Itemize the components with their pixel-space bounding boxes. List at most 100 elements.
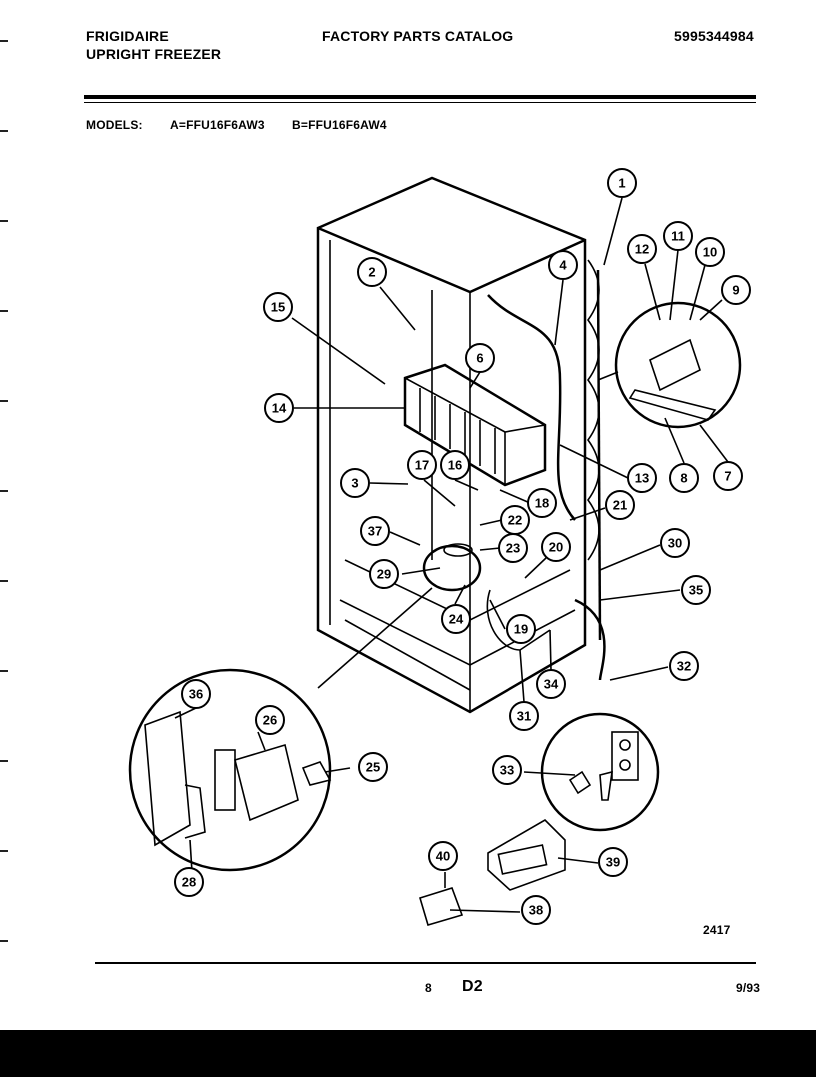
callout-number: 13	[635, 471, 649, 486]
scan-edge-left	[0, 0, 8, 1077]
callout-32: 32	[669, 651, 699, 681]
models-label: MODELS:	[86, 118, 143, 132]
callout-12: 12	[627, 234, 657, 264]
callout-number: 33	[500, 763, 514, 778]
callout-21: 21	[605, 490, 635, 520]
callout-25: 25	[358, 752, 388, 782]
callout-2: 2	[357, 257, 387, 287]
callout-36: 36	[181, 679, 211, 709]
callout-number: 32	[677, 659, 691, 674]
callout-number: 22	[508, 513, 522, 528]
catalog-title: FACTORY PARTS CATALOG	[322, 28, 514, 44]
callout-number: 4	[559, 258, 567, 273]
side-condenser	[587, 259, 600, 561]
callout-number: 36	[189, 687, 203, 702]
callout-4: 4	[548, 250, 578, 280]
callout-number: 23	[506, 541, 520, 556]
callout-26: 26	[255, 705, 285, 735]
callout-number: 24	[449, 612, 464, 627]
bracket-detail	[597, 301, 742, 429]
callout-34: 34	[536, 669, 566, 699]
callout-16: 16	[440, 450, 470, 480]
callout-38: 38	[521, 895, 551, 925]
callout-number: 20	[549, 540, 563, 555]
callout-number: 28	[182, 875, 196, 890]
header-rule-thick	[84, 95, 756, 99]
callout-24: 24	[441, 604, 471, 634]
callout-number: 21	[613, 498, 627, 513]
callout-14: 14	[264, 393, 294, 423]
callout-9: 9	[721, 275, 751, 305]
callout-35: 35	[681, 575, 711, 605]
callout-7: 7	[713, 461, 743, 491]
callout-number: 26	[263, 713, 277, 728]
leader-lines	[174, 197, 729, 913]
callout-number: 34	[544, 677, 559, 692]
callout-18: 18	[527, 488, 557, 518]
callout-number: 38	[529, 903, 543, 918]
callout-39: 39	[598, 847, 628, 877]
callout-37: 37	[360, 516, 390, 546]
drawing-number: 2417	[703, 923, 731, 937]
callout-number: 16	[448, 458, 462, 473]
callout-number: 25	[366, 760, 380, 775]
callout-number: 12	[635, 242, 649, 257]
model-b: B=FFU16F6AW4	[292, 118, 387, 132]
callout-31: 31	[509, 701, 539, 731]
callout-17: 17	[407, 450, 437, 480]
callout-29: 29	[369, 559, 399, 589]
callout-number: 9	[732, 283, 739, 298]
callout-10: 10	[695, 237, 725, 267]
model-a: A=FFU16F6AW3	[170, 118, 265, 132]
callout-6: 6	[465, 343, 495, 373]
callout-19: 19	[506, 614, 536, 644]
callout-number: 39	[606, 855, 620, 870]
callout-28: 28	[174, 867, 204, 897]
callout-number: 3	[351, 476, 358, 491]
revision-date: 9/93	[736, 981, 761, 995]
callout-number: 15	[271, 300, 285, 315]
callout-number: 35	[689, 583, 703, 598]
callout-number: 8	[680, 471, 687, 486]
callout-number: 17	[415, 458, 429, 473]
callout-number: 7	[724, 469, 731, 484]
callout-number: 37	[368, 524, 382, 539]
callout-number: 6	[476, 351, 483, 366]
brand-name: FRIGIDAIRE	[86, 28, 169, 44]
power-cord	[574, 598, 606, 681]
callout-23: 23	[498, 533, 528, 563]
callout-11: 11	[663, 221, 693, 251]
callout-13: 13	[627, 463, 657, 493]
callout-20: 20	[541, 532, 571, 562]
refrigerant-tubing	[487, 294, 576, 521]
page-number: 8	[425, 981, 432, 995]
outlet-detail	[540, 712, 660, 832]
scan-edge-bottom	[0, 1030, 816, 1077]
callout-number: 1	[618, 176, 625, 191]
section-code: D2	[462, 978, 483, 995]
callout-number: 30	[668, 536, 682, 551]
callout-number: 14	[272, 401, 287, 416]
callout-number: 29	[377, 567, 391, 582]
callout-number: 31	[517, 709, 531, 724]
callout-number: 10	[703, 245, 717, 260]
callout-1: 1	[607, 168, 637, 198]
compressor	[422, 543, 482, 592]
callout-number: 11	[671, 229, 685, 244]
callout-40: 40	[428, 841, 458, 871]
callout-30: 30	[660, 528, 690, 558]
callout-number: 40	[436, 849, 450, 864]
catalog-number: 5995344984	[674, 28, 754, 44]
callout-33: 33	[492, 755, 522, 785]
callout-22: 22	[500, 505, 530, 535]
callout-number: 19	[514, 622, 528, 637]
callout-3: 3	[340, 468, 370, 498]
callout-8: 8	[669, 463, 699, 493]
compressor-wiring	[486, 589, 551, 651]
header-rule-thin	[84, 102, 756, 103]
light-housing	[419, 818, 566, 926]
callout-15: 15	[263, 292, 293, 322]
product-name: UPRIGHT FREEZER	[86, 46, 222, 62]
evaporator-coil	[403, 363, 547, 487]
